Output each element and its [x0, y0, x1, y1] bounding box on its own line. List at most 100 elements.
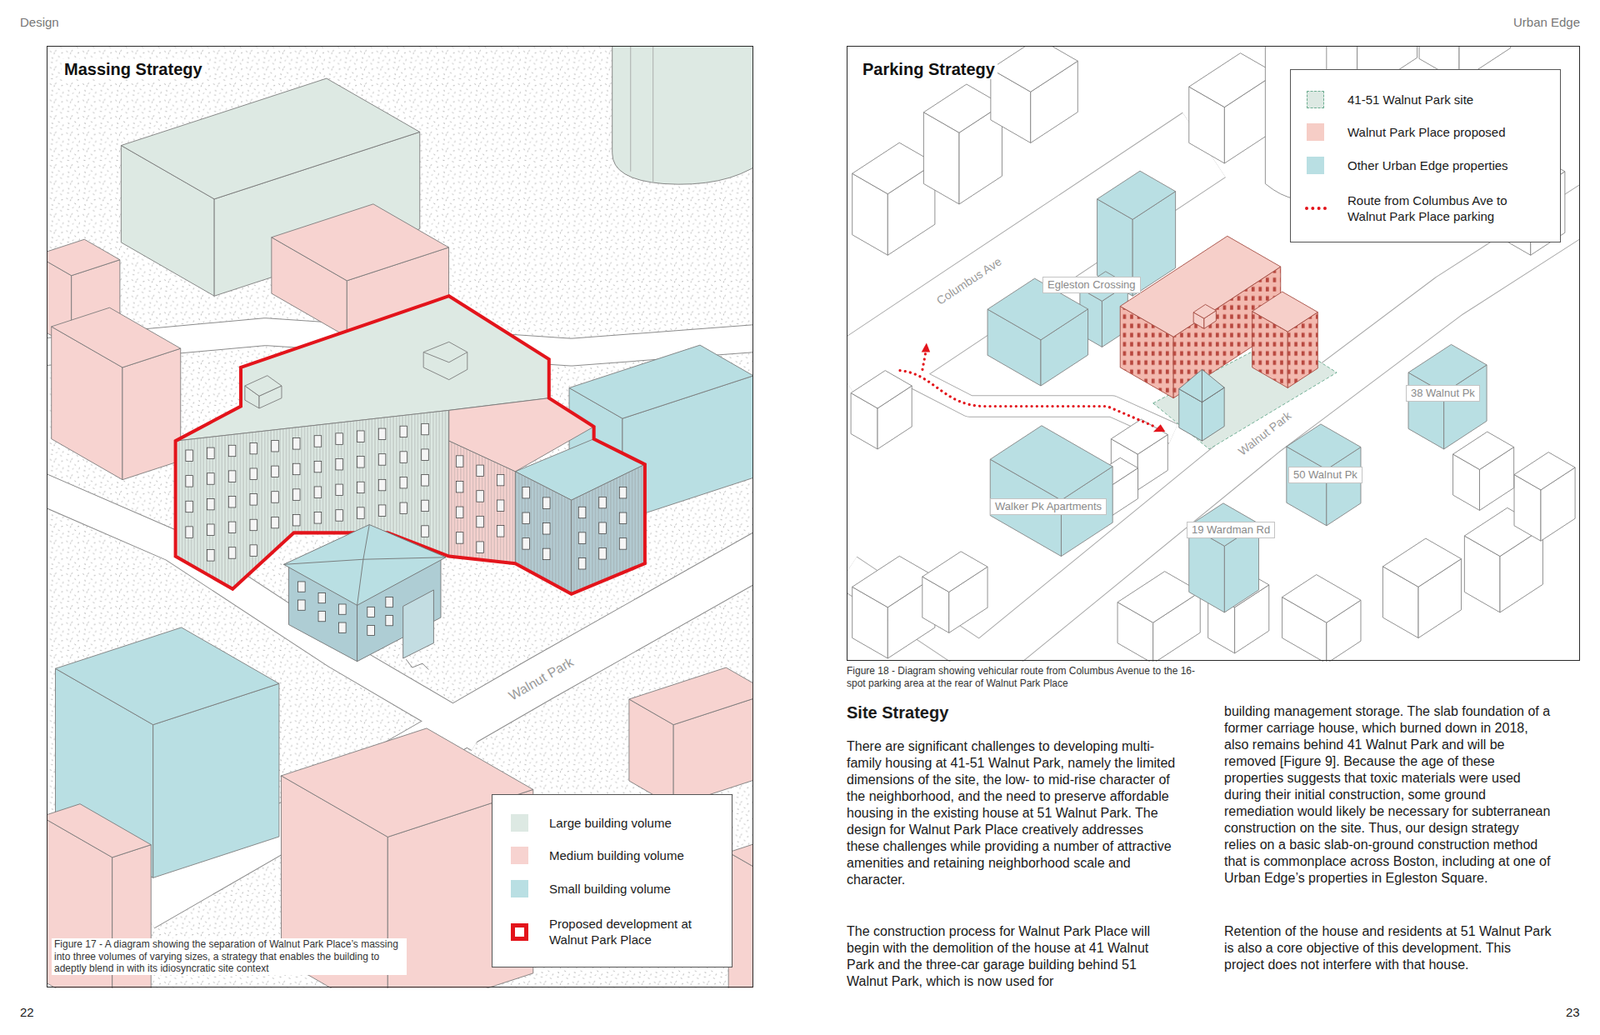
building-face: [1097, 170, 1176, 220]
route-line: [900, 370, 1158, 429]
window: [455, 506, 464, 518]
window: [421, 500, 430, 511]
building-face: [1252, 291, 1319, 332]
roof-box: [245, 375, 282, 396]
legend-text: Route from Columbus Ave to Walnut Park P…: [1347, 192, 1548, 225]
window: [185, 450, 194, 461]
window: [400, 451, 408, 463]
window: [385, 596, 394, 607]
building-face: [990, 425, 1113, 500]
route-arrowhead: [921, 343, 930, 353]
window: [476, 465, 485, 476]
panel-title: Massing Strategy: [61, 59, 205, 80]
window: [357, 430, 365, 442]
window: [335, 458, 344, 470]
window: [599, 496, 607, 508]
small-volume-facade: [571, 464, 645, 595]
window: [250, 468, 258, 480]
window: [421, 525, 430, 537]
round-tower: [612, 45, 754, 185]
window: [385, 615, 394, 626]
window: [522, 512, 530, 524]
window: [357, 456, 365, 468]
window: [421, 449, 430, 460]
house-roof: [283, 525, 446, 606]
route-line: [922, 353, 926, 370]
window: [599, 548, 607, 560]
window: [207, 524, 215, 535]
map-label-box: Egleston Crossing: [1042, 276, 1141, 294]
small-volume-facade: [515, 471, 571, 595]
window: [298, 581, 306, 592]
roof-stair: [423, 341, 468, 380]
facade-texture: [449, 440, 516, 564]
window: [599, 522, 607, 534]
body-paragraph: There are significant challenges to deve…: [846, 738, 1176, 889]
window: [207, 550, 215, 561]
building-face: [923, 84, 1002, 133]
window: [542, 548, 550, 560]
facade-texture: [515, 471, 571, 595]
building-face: [629, 667, 754, 725]
building-face: [850, 370, 912, 409]
window: [339, 604, 347, 615]
legend-text: Small building volume: [549, 880, 720, 897]
window: [421, 475, 430, 486]
building-face: [852, 142, 935, 194]
window: [271, 440, 280, 451]
house-steps: [405, 659, 429, 670]
roof-ridge: [363, 557, 446, 560]
map-label-box: 19 Wardman Rd: [1186, 521, 1275, 539]
window: [476, 515, 485, 527]
roof-ridge: [283, 559, 364, 565]
window: [314, 460, 322, 472]
building-face: [46, 239, 120, 275]
street-name: Columbus Ave: [931, 252, 1006, 309]
window: [339, 622, 347, 633]
window: [367, 625, 375, 635]
window: [400, 476, 408, 488]
window: [250, 494, 258, 505]
legend-text: Medium building volume: [549, 847, 720, 864]
window: [578, 506, 586, 518]
window: [185, 526, 194, 538]
page-number: 22: [20, 1005, 35, 1020]
legend-swatch: [510, 814, 529, 832]
map-label-box: 50 Walnut Pk: [1288, 466, 1363, 484]
building-face: [1117, 571, 1200, 623]
window: [542, 497, 550, 509]
tower-line: [630, 45, 631, 172]
window: [357, 481, 365, 493]
house-porch: [403, 590, 435, 659]
building-face: [990, 45, 1078, 92]
massing-illustration: [46, 45, 753, 989]
street-name: Walnut Park: [503, 652, 579, 705]
map-label-box: 38 Walnut Pk: [1405, 385, 1480, 402]
legend-swatch: [510, 880, 529, 898]
building-face: [569, 345, 754, 419]
window: [292, 514, 300, 525]
roof-ridge: [363, 525, 370, 560]
building-face: [1193, 304, 1216, 319]
window: [185, 500, 194, 512]
window: [228, 547, 236, 559]
window: [314, 512, 322, 524]
legend-swatch: [510, 923, 529, 941]
window: [271, 491, 280, 503]
legend-swatch: [1306, 90, 1325, 109]
building-face: [55, 627, 279, 725]
medium-volume-facade: [449, 440, 516, 564]
building-face: [120, 78, 420, 200]
legend-text: Large building volume: [549, 815, 720, 831]
section-heading: Site Strategy: [846, 702, 949, 723]
window: [207, 447, 215, 459]
roof-stair-edge: [423, 352, 468, 363]
building-face: [1514, 452, 1575, 490]
window: [207, 498, 215, 510]
building-face: [1282, 575, 1361, 624]
map-label-box: Walker Pk Apartments: [990, 498, 1107, 515]
window: [400, 502, 408, 514]
window: [335, 433, 344, 445]
window: [292, 438, 300, 450]
legend-swatch: [510, 846, 529, 865]
